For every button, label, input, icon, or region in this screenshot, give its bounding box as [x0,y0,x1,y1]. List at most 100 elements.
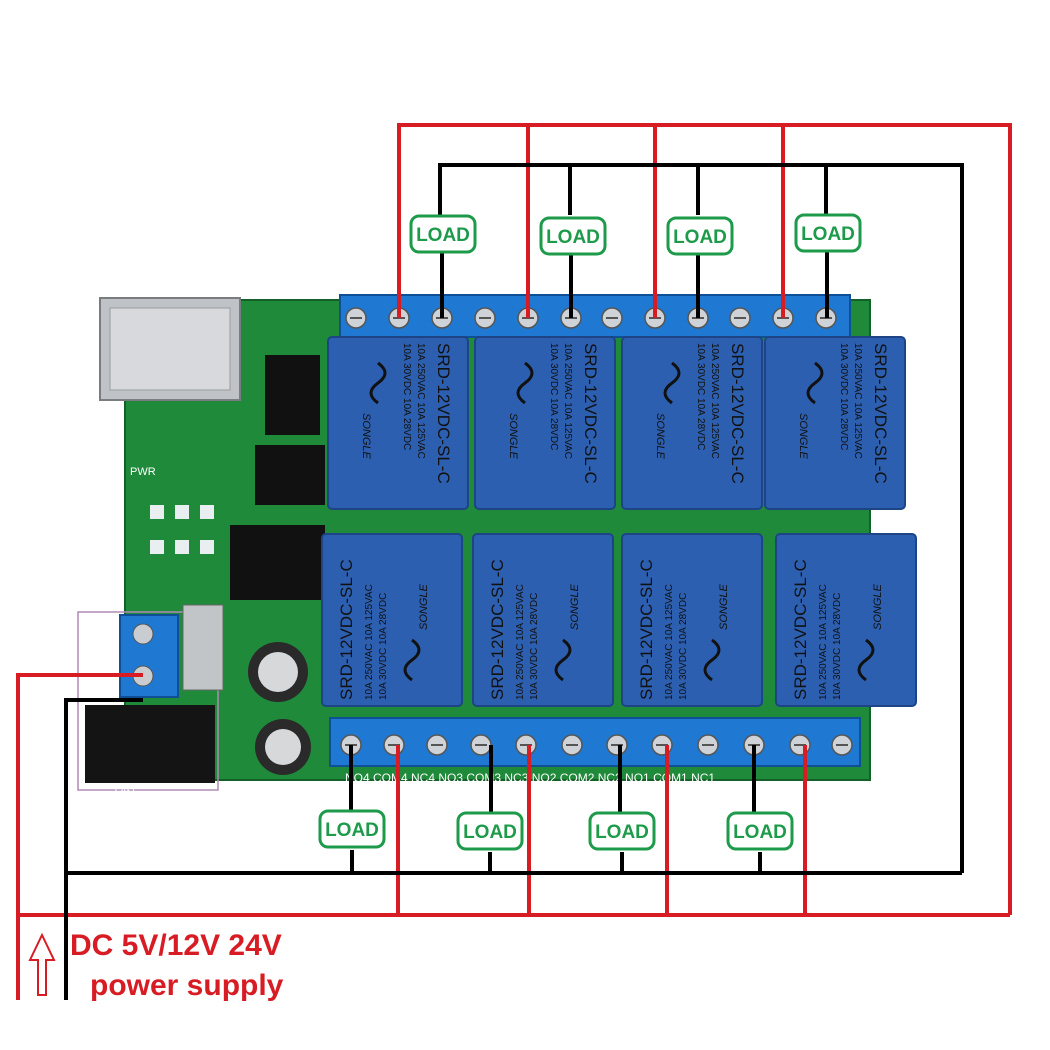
relay-rating-label: 10A 30VDC 10A 28VDC [832,593,843,700]
relay-model-label: SRD-12VDC-SL-C [871,343,890,484]
terminal-screw-icon [345,307,367,329]
relay-rating-label: 10A 250VAC 10A 125VAC [364,584,375,700]
load-label: LOAD [325,820,379,841]
songle-logo-icon [554,638,572,682]
pwr-label: PWR [130,466,156,478]
terminal-screw-icon [729,307,751,329]
voltage-regulator [182,604,224,691]
relay-brand-label: SONGLE [797,413,809,460]
power-terminal [119,614,179,698]
load-label: LOAD [673,227,727,248]
songle-logo-icon [703,638,721,682]
relay-rating-label: 10A 250VAC 10A 125VAC [562,343,573,459]
load-label: LOAD [801,224,855,245]
relay-rating-label: 10A 250VAC 10A 125VAC [709,343,720,459]
relay-rating-label: 10A 30VDC 10A 28VDC [678,593,689,700]
ic-chip [255,445,325,505]
relay-rating-label: 10A 30VDC 10A 28VDC [548,343,559,450]
up-arrow-icon [28,932,56,996]
relay-brand-label: SONGLE [418,583,430,630]
songle-logo-icon [516,361,534,405]
wire [64,698,143,1000]
ic-chip [265,355,320,435]
terminal-screw-icon [383,734,405,756]
relay-model-label: SRD-12VDC-SL-C [337,559,356,700]
relay-model-label: SRD-12VDC-SL-C [791,559,810,700]
relay-rating-label: 10A 30VDC 10A 28VDC [401,343,412,450]
ic-chip [230,525,325,600]
songle-logo-icon [403,638,421,682]
terminal-screw-icon [515,734,537,756]
terminal-screw-icon [606,734,628,756]
relay-rating-label: 10A 250VAC 10A 125VAC [415,343,426,459]
wire [438,163,964,873]
load-label: LOAD [733,822,787,843]
relay-rating-label: 10A 30VDC 10A 28VDC [838,343,849,450]
dc-jack [85,705,215,783]
led-array [150,505,214,554]
load-box: LOAD [318,809,386,849]
relay-brand-label: SONGLE [569,583,581,630]
load-group: LOAD LOAD LOAD LOAD LOAD LOAD LOAD LOAD [318,213,862,851]
load-box: LOAD [456,811,524,851]
relay-brand-label: SONGLE [654,413,666,460]
relay-rating-label: 10A 250VAC 10A 125VAC [852,343,863,459]
load-box: LOAD [666,216,734,256]
terminal-screw-icon [470,734,492,756]
songle-logo-icon [806,361,824,405]
songle-logo-icon [663,361,681,405]
load-label: LOAD [546,227,600,248]
relay-brand-label: SONGLE [718,583,730,630]
terminal-strip-bottom [329,717,861,767]
relay-rating-label: 10A 30VDC 10A 28VDC [695,343,706,450]
relay-brand-label: SONGLE [507,413,519,460]
relay-brand-label: SONGLE [872,583,884,630]
songle-logo-icon [369,361,387,405]
load-box: LOAD [539,216,607,256]
vin-label: VIN [115,787,135,801]
capacitor [248,642,308,702]
relay-rating-label: 10A 250VAC 10A 125VAC [515,584,526,700]
wire-group [16,123,1012,1000]
terminal-screw-icon [561,734,583,756]
relay-model-label: SRD-12VDC-SL-C [581,343,600,484]
terminal-screw-icon [697,734,719,756]
load-box: LOAD [409,214,477,254]
load-label: LOAD [416,225,470,246]
wire [16,673,143,1000]
caption-line-2: power supply [90,969,284,1002]
terminal-screw-icon [601,307,623,329]
load-label: LOAD [595,822,649,843]
relay-model-label: SRD-12VDC-SL-C [728,343,747,484]
relay-rating-label: 10A 250VAC 10A 125VAC [818,584,829,700]
caption-line-1: DC 5V/12V 24V [70,929,282,962]
terminal-screw-icon [474,307,496,329]
power-supply-caption: DC 5V/12V 24V power supply [70,926,350,1006]
terminal-screw-icon [831,734,853,756]
relay-rating-label: 10A 30VDC 10A 28VDC [529,593,540,700]
usb-connector [99,297,241,401]
relay-brand-label: SONGLE [360,413,372,460]
load-box: LOAD [588,811,656,851]
terminal-screw-icon [426,734,448,756]
load-box: LOAD [726,811,794,851]
relay-model-label: SRD-12VDC-SL-C [637,559,656,700]
wire [397,123,1012,915]
relay-model-label: SRD-12VDC-SL-C [434,343,453,484]
relay-rating-label: 10A 250VAC 10A 125VAC [664,584,675,700]
relay-model-label: SRD-12VDC-SL-C [488,559,507,700]
capacitor [255,719,311,775]
relay-rating-label: 10A 30VDC 10A 28VDC [378,593,389,700]
songle-logo-icon [857,638,875,682]
load-label: LOAD [463,822,517,843]
